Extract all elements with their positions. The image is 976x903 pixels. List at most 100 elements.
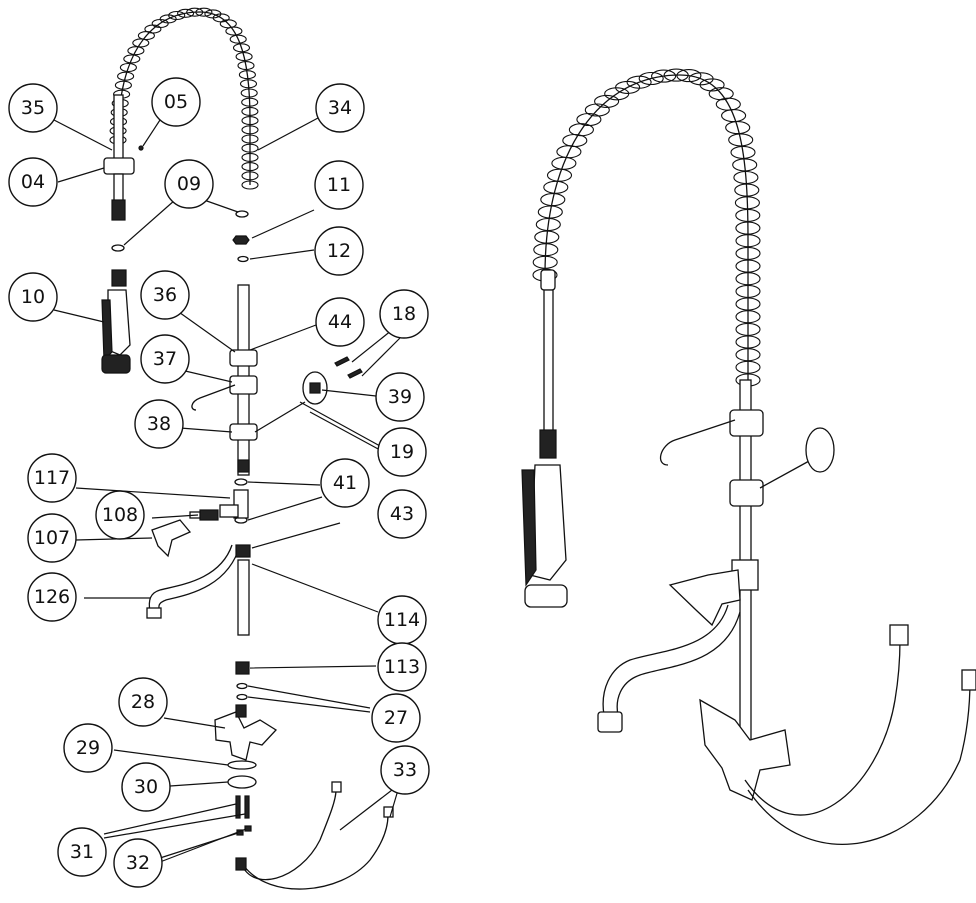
spout-126 xyxy=(148,544,233,613)
coil-ring xyxy=(237,61,255,71)
svg-text:36: 36 xyxy=(153,284,177,306)
svg-text:44: 44 xyxy=(328,311,352,333)
coil-ring xyxy=(594,94,620,108)
spray-valve-assembled xyxy=(521,464,568,608)
spray-valve-10 xyxy=(101,269,131,374)
nut-11 xyxy=(232,235,250,245)
coil-ring xyxy=(195,7,213,17)
svg-text:19: 19 xyxy=(390,441,414,463)
svg-text:31: 31 xyxy=(70,841,94,863)
handle-assembled-upper xyxy=(668,569,741,627)
spout-assembled xyxy=(602,604,729,716)
callout-113: 113 xyxy=(377,642,427,692)
svg-text:09: 09 xyxy=(177,173,201,195)
coil-ring xyxy=(241,134,259,144)
callout-10: 10 xyxy=(8,272,58,322)
coil-ring xyxy=(699,78,725,92)
coil-ring xyxy=(238,70,256,80)
callout-107: 107 xyxy=(27,513,77,563)
callout-31: 31 xyxy=(57,827,107,877)
svg-text:27: 27 xyxy=(384,707,408,729)
svg-text:33: 33 xyxy=(393,759,417,781)
wall-bracket-39 xyxy=(302,356,363,405)
svg-text:38: 38 xyxy=(147,413,171,435)
svg-text:30: 30 xyxy=(134,776,158,798)
coil-ring xyxy=(626,75,652,89)
coil-ring xyxy=(117,71,135,81)
svg-text:28: 28 xyxy=(131,691,155,713)
coil-ring xyxy=(732,158,758,172)
svg-text:18: 18 xyxy=(392,303,416,325)
coil-ring xyxy=(127,46,145,56)
callout-27: 27 xyxy=(371,693,421,743)
callout-04: 04 xyxy=(8,157,58,207)
callout-19: 19 xyxy=(377,427,427,477)
coil-ring xyxy=(241,143,259,153)
coil-ring xyxy=(735,208,761,222)
coil-ring xyxy=(229,34,247,44)
coil-ring xyxy=(119,62,137,73)
coil-ring xyxy=(168,10,186,21)
coil-ring xyxy=(735,335,761,349)
washer-29 xyxy=(227,760,257,770)
callout-41: 41 xyxy=(320,458,370,508)
coil-ring xyxy=(733,170,759,185)
flex-hose-assembled-a xyxy=(744,639,901,816)
callout-05: 05 xyxy=(151,77,201,127)
svg-text:126: 126 xyxy=(34,586,70,608)
callout-12: 12 xyxy=(314,226,364,276)
flex-hose-assembled-b xyxy=(747,679,971,845)
svg-text:108: 108 xyxy=(102,504,138,526)
coil-ring xyxy=(735,234,761,248)
nuts-32 xyxy=(236,825,252,836)
callout-108: 108 xyxy=(95,490,145,540)
fitting-113 xyxy=(235,661,250,675)
coil-ring xyxy=(241,171,259,181)
coil-ring xyxy=(735,284,761,298)
coil-ring xyxy=(735,348,761,362)
oring-12 xyxy=(237,255,249,263)
coil-ring xyxy=(728,133,754,147)
coil-ring xyxy=(241,152,259,162)
coil-ring xyxy=(240,88,258,98)
coil-ring xyxy=(734,183,760,197)
callout-38: 38 xyxy=(134,399,184,449)
coil-ring xyxy=(735,272,761,286)
tee-body-117 xyxy=(219,489,249,519)
plate-30 xyxy=(227,775,257,789)
base-valve-assembled xyxy=(699,698,791,801)
svg-text:04: 04 xyxy=(21,171,45,193)
svg-text:32: 32 xyxy=(126,852,150,874)
callouts: 35 05 34 04 09 11 12 10 36 44 18 37 39 3… xyxy=(8,77,430,888)
callout-44: 44 xyxy=(315,297,365,347)
svg-text:11: 11 xyxy=(327,174,351,196)
svg-text:35: 35 xyxy=(21,97,45,119)
callout-33: 33 xyxy=(380,745,430,795)
coil-ring xyxy=(159,14,177,24)
svg-text:43: 43 xyxy=(390,503,414,525)
coil-ring xyxy=(576,112,602,127)
callout-30: 30 xyxy=(121,762,171,812)
callout-39: 39 xyxy=(375,372,425,422)
svg-text:113: 113 xyxy=(384,656,420,678)
coil-ring xyxy=(535,217,561,232)
callout-37: 37 xyxy=(140,334,190,384)
coil-ring xyxy=(225,26,243,36)
spring-coil-exploded xyxy=(109,7,259,190)
coil-ring xyxy=(651,69,677,83)
svg-text:12: 12 xyxy=(327,240,351,262)
coil-ring xyxy=(533,243,559,257)
callout-09: 09 xyxy=(164,159,214,209)
flex-hoses-33 xyxy=(235,781,394,890)
coil-ring xyxy=(186,7,204,17)
coil-ring xyxy=(241,180,259,190)
coil-ring xyxy=(735,360,761,374)
coil-ring xyxy=(676,69,702,83)
svg-text:114: 114 xyxy=(384,609,420,631)
coil-ring xyxy=(239,79,258,89)
washer-09-right xyxy=(235,210,249,218)
coil-ring xyxy=(123,54,141,64)
coil-ring xyxy=(584,103,610,117)
svg-text:107: 107 xyxy=(34,527,70,549)
